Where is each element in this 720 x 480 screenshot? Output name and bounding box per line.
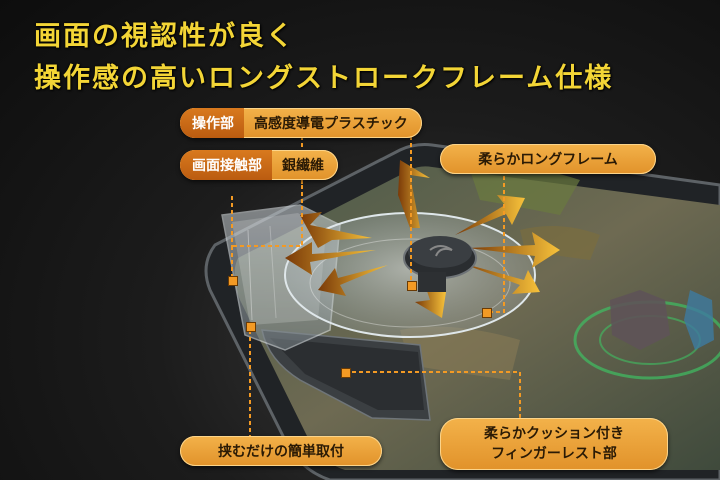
- long-frame-label: 柔らかロングフレーム: [478, 152, 618, 168]
- finger-rest-label-1: 柔らかクッション付き: [484, 426, 624, 442]
- operation-knob: [403, 236, 477, 279]
- leader-dot-rest: [341, 368, 351, 378]
- finger-rest-label-2: フィンガーレスト部: [491, 446, 617, 462]
- operation-part-name: 操作部: [180, 108, 244, 138]
- contact-part-name: 画面接触部: [180, 150, 272, 180]
- headline-line-2: 操作感の高いロングストロークフレーム仕様: [34, 63, 614, 94]
- leader-dot-frame: [482, 308, 492, 318]
- leader-dot-clip: [246, 322, 256, 332]
- clip-label: 挟むだけの簡単取付: [218, 444, 344, 460]
- clip-tag: 挟むだけの簡単取付: [180, 436, 382, 466]
- direction-arrows: [285, 160, 560, 318]
- contact-part-tag: 画面接触部 銀繊維: [180, 150, 338, 180]
- leader-dot-operation: [407, 281, 417, 291]
- operation-part-tag: 操作部 高感度導電プラスチック: [180, 108, 422, 138]
- leader-dot-contact: [228, 276, 238, 286]
- long-frame-tag: 柔らかロングフレーム: [440, 144, 656, 174]
- contact-part-material: 銀繊維: [282, 158, 324, 174]
- operation-part-material: 高感度導電プラスチック: [254, 116, 408, 132]
- finger-rest-tag: 柔らかクッション付き フィンガーレスト部: [440, 418, 668, 470]
- headline-line-1: 画面の視認性が良く: [34, 21, 295, 52]
